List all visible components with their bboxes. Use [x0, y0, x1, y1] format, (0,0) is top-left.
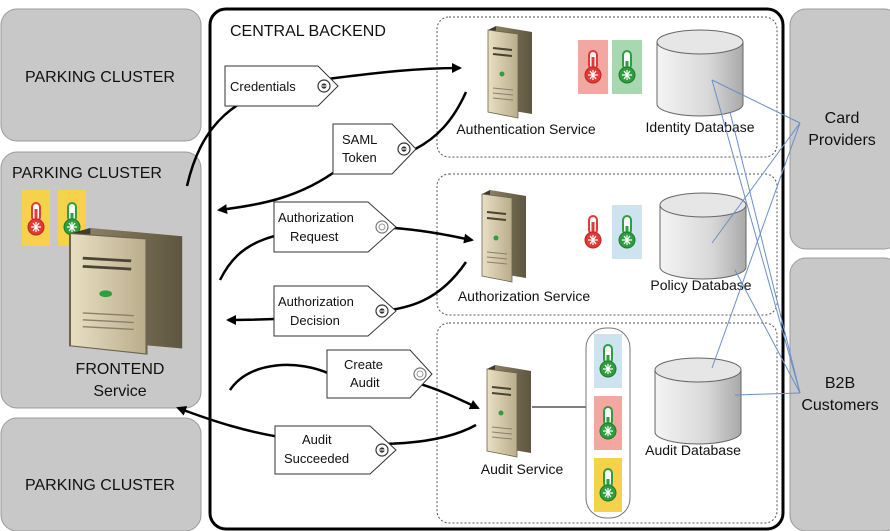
authentication-server-icon	[487, 25, 533, 119]
authentication-service-label: Authentication Service	[456, 121, 596, 137]
saml-token-tag-label-line2: Token	[342, 150, 377, 165]
authorization-decision-tag-label-line1: Authorization	[278, 294, 354, 309]
central-backend-title: CENTRAL BACKEND	[230, 23, 386, 40]
authorization-status-green-icon	[612, 205, 642, 259]
audit-succeeded-tag-label-line2: Succeeded	[284, 451, 349, 466]
policy-database-label: Policy Database	[650, 277, 751, 293]
card-providers-label-line1: Card	[825, 110, 860, 127]
b2b-customers-label-line2: Customers	[801, 397, 878, 414]
saml-token-tag-label-line1: SAML	[342, 132, 377, 147]
create-audit-tag-label-line2: Audit	[350, 375, 380, 390]
authentication-status-green-icon	[612, 40, 642, 94]
authorization-decision-key-icon	[375, 304, 389, 318]
audit-status-red-bg-icon	[594, 396, 622, 450]
authorization-request-tag: Authorization Request	[273, 201, 397, 253]
authorization-service-label: Authorization Service	[458, 288, 591, 304]
external-links	[711, 79, 801, 396]
create-audit-tag: Create Audit	[326, 349, 433, 399]
card-providers-label-line2: Providers	[808, 132, 876, 149]
authentication-status-red-icon	[578, 40, 608, 94]
authorization-status-red-icon	[578, 205, 608, 259]
identity-database-label: Identity Database	[646, 119, 755, 135]
frontend-label-line1: FRONTEND	[76, 361, 165, 378]
credentials-tag-label: Credentials	[230, 79, 296, 94]
audit-database-icon	[654, 357, 742, 445]
audit-succeeded-tag-label-line1: Audit	[302, 432, 332, 447]
audit-server-icon	[486, 364, 532, 458]
card-providers-box	[789, 8, 890, 250]
b2b-customers-label-line1: B2B	[825, 375, 855, 392]
audit-status-blue-icon	[594, 334, 622, 388]
saml-token-key-icon	[397, 142, 411, 156]
create-audit-ring-icon	[413, 367, 427, 381]
parking-cluster-bottom-label: PARKING CLUSTER	[25, 477, 175, 494]
audit-database-label: Audit Database	[645, 442, 741, 458]
audit-service-label: Audit Service	[481, 461, 564, 477]
authorization-decision-tag-label-line2: Decision	[290, 313, 340, 328]
frontend-label-line2: Service	[93, 383, 146, 400]
parking-cluster-bottom	[0, 417, 202, 531]
b2b-customers-box	[789, 257, 890, 531]
credentials-tag: Credentials	[224, 65, 339, 107]
saml-token-tag: SAML Token	[332, 123, 417, 175]
audit-status-yellow-icon	[594, 458, 622, 512]
authorization-decision-tag: Authorization Decision	[273, 285, 397, 337]
parking-cluster-top-label: PARKING CLUSTER	[25, 69, 175, 86]
frontend-status-red-icon	[22, 190, 50, 246]
parking-cluster-top	[0, 8, 202, 142]
identity-database-icon	[656, 29, 744, 117]
authorization-request-ring-icon	[375, 220, 389, 234]
policy-database-icon	[659, 192, 747, 280]
authorization-request-tag-label-line1: Authorization	[278, 210, 354, 225]
audit-succeeded-tag: Audit Succeeded	[274, 425, 397, 475]
authorization-server-icon	[481, 189, 527, 283]
authorization-request-tag-label-line2: Request	[290, 229, 339, 244]
audit-succeeded-key-icon	[375, 443, 389, 457]
create-audit-tag-label-line1: Create	[344, 357, 383, 372]
parking-cluster-middle-label: PARKING CLUSTER	[12, 165, 162, 182]
credentials-key-icon	[317, 79, 331, 93]
frontend-server-icon	[70, 228, 182, 354]
